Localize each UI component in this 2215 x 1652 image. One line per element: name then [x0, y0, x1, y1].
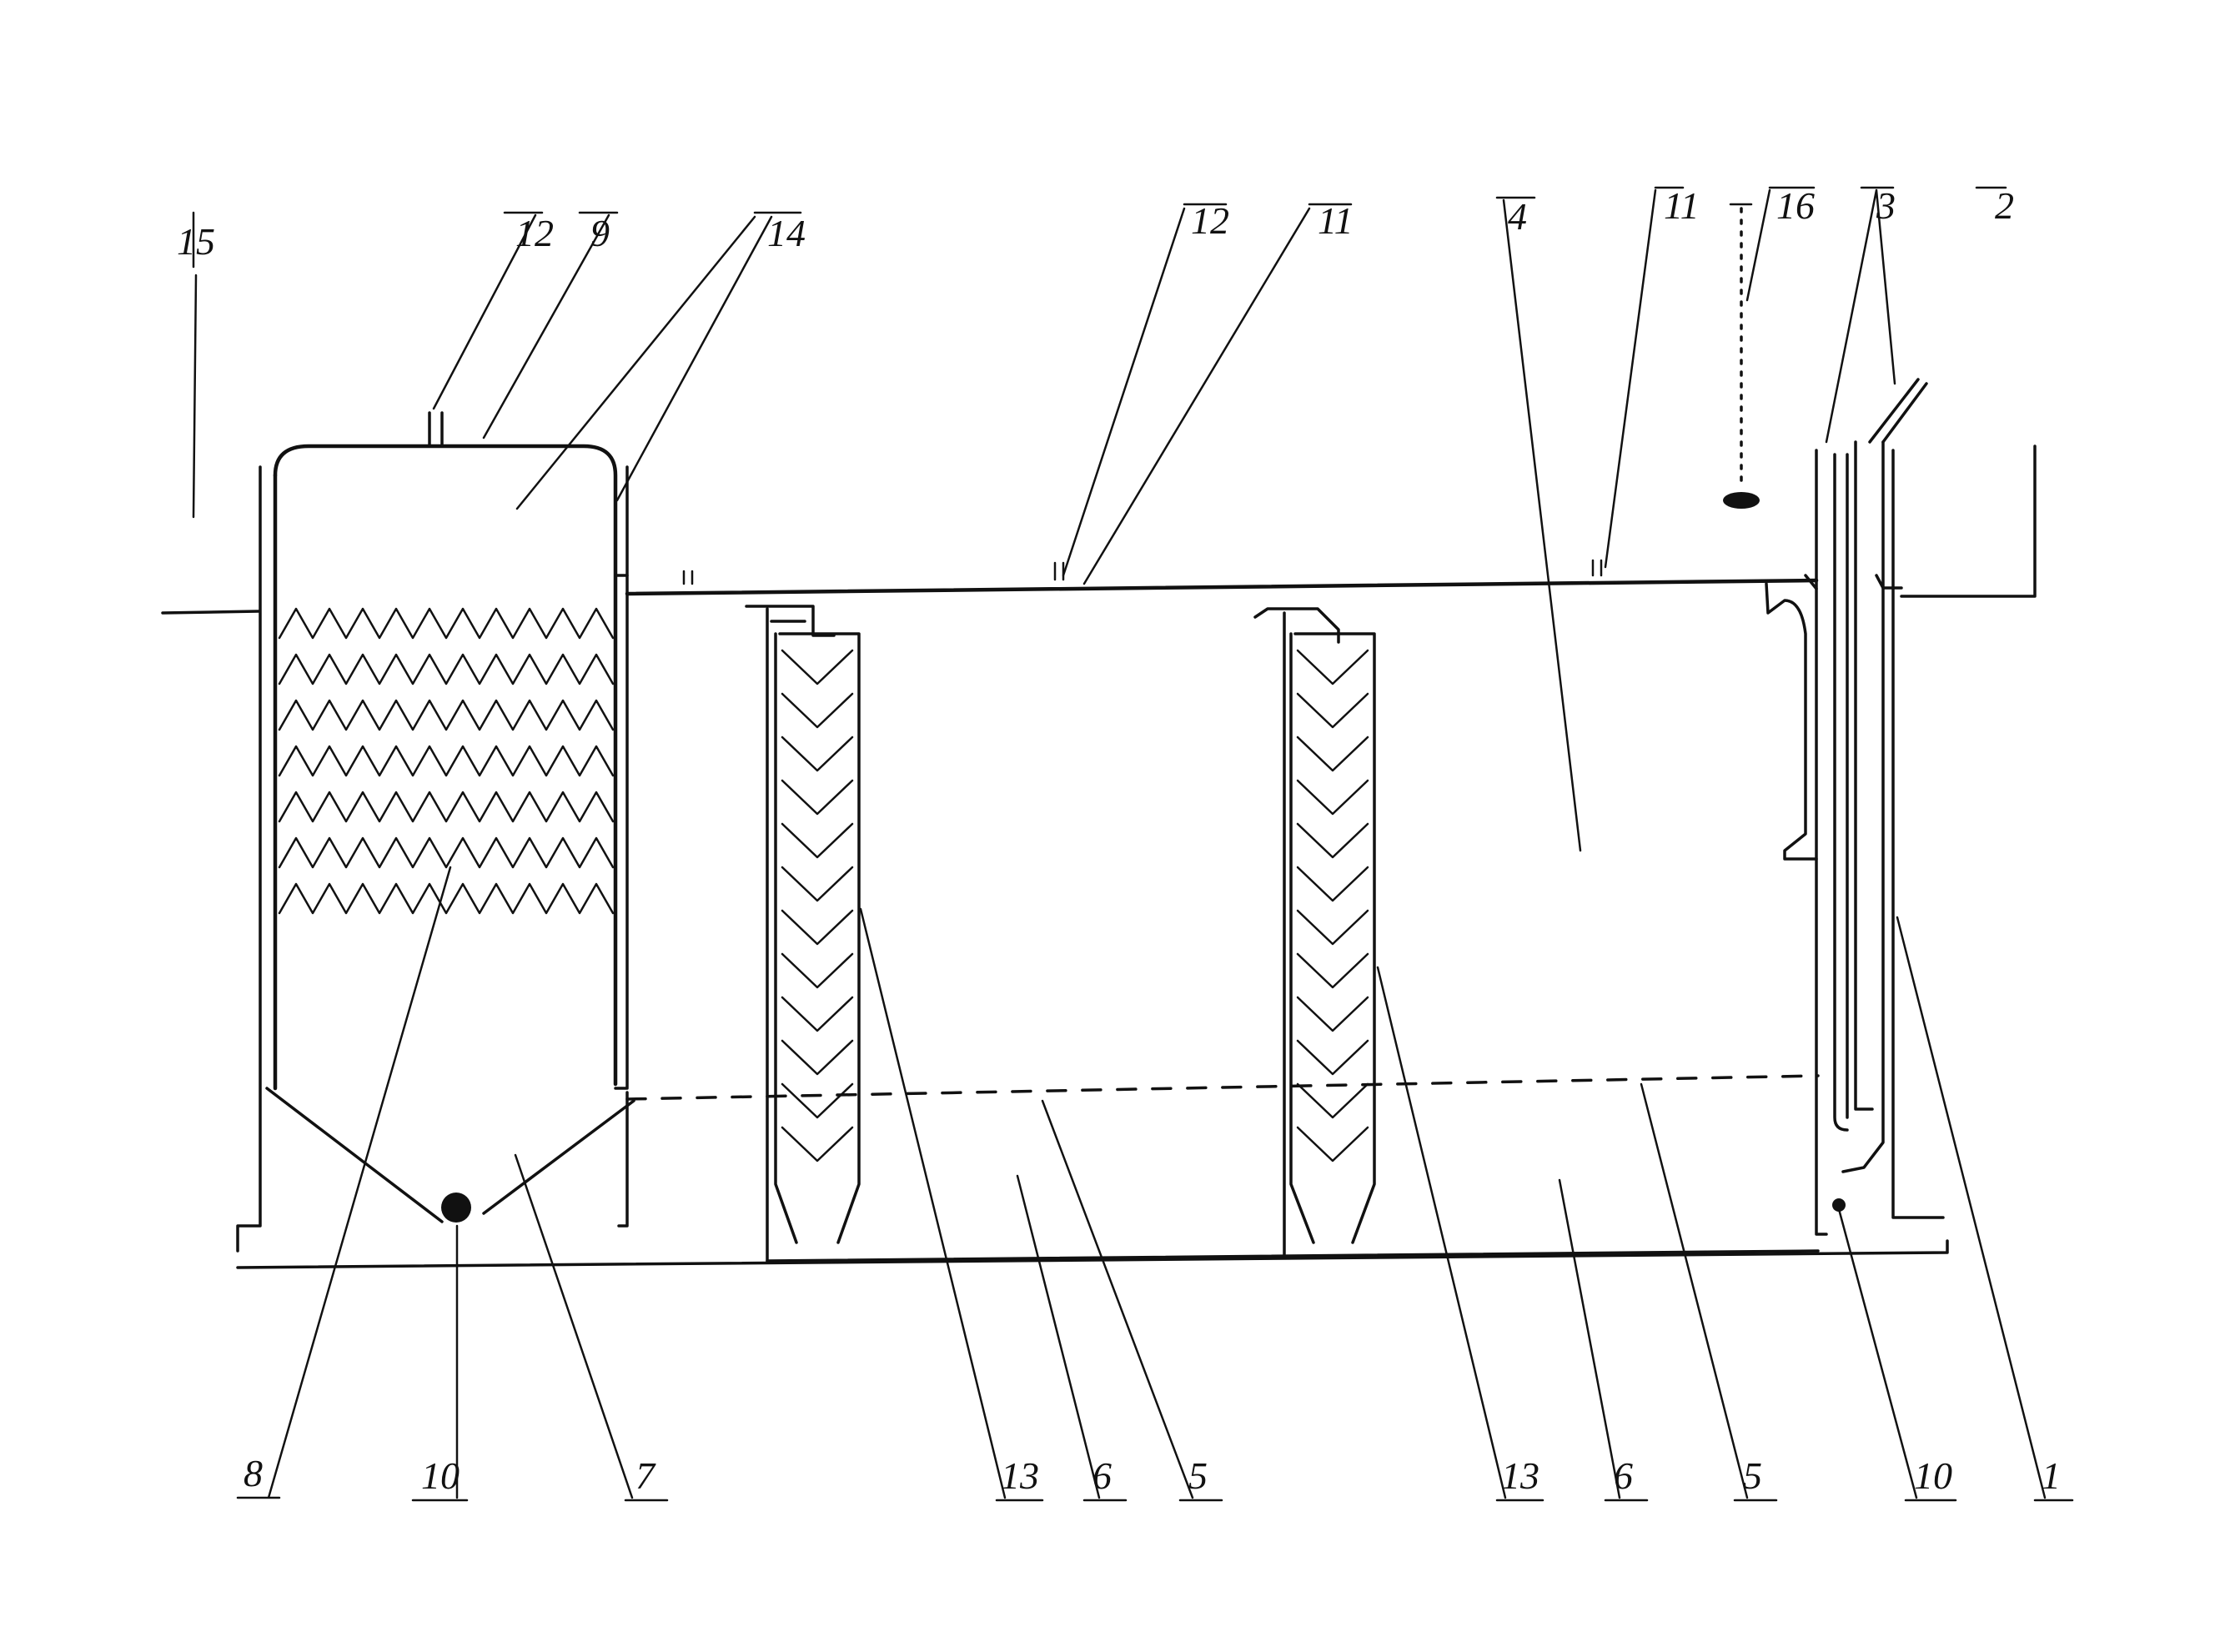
- label-5-right: 5: [1743, 1454, 1762, 1497]
- baffle-column-1: [745, 605, 861, 1263]
- baffle-column-2: [1253, 607, 1376, 1257]
- baffle-fin: [1296, 909, 1369, 946]
- label-7: 7: [635, 1454, 656, 1497]
- label-2: 2: [1995, 184, 2014, 227]
- label-12-mid: 12: [1191, 199, 1229, 242]
- label-6-right: 6: [1614, 1454, 1633, 1497]
- sludge-level-line: [625, 1074, 1820, 1101]
- baffle-fin: [781, 952, 854, 989]
- baffle-fin: [781, 1126, 854, 1162]
- label-10-left: 10: [421, 1454, 460, 1497]
- ground-line: [161, 444, 2037, 615]
- leader-line: [1376, 966, 1544, 1502]
- label-10-right: 10: [1914, 1454, 1952, 1497]
- packing-row: [278, 745, 615, 777]
- leader-line: [482, 211, 619, 439]
- leader-line: [1041, 1099, 1223, 1502]
- outer-left-wall: [236, 465, 262, 1253]
- baffle-fin: [1296, 692, 1369, 729]
- leader-line: [1604, 186, 1685, 569]
- tank-left-vessel: [265, 411, 635, 1228]
- label-15: 15: [177, 220, 215, 263]
- leader-line: [515, 211, 802, 510]
- leader-line: [1896, 916, 2074, 1502]
- label-12-left: 12: [515, 212, 554, 254]
- filter-packing: [278, 607, 615, 915]
- leader-line: [1729, 186, 1816, 302]
- leader-line: [514, 1153, 669, 1502]
- baffle-fin: [781, 779, 854, 816]
- baffle-fin: [1296, 1126, 1369, 1162]
- baffle-fin: [781, 909, 854, 946]
- leader-line: [1825, 186, 1896, 444]
- label-3: 3: [1876, 184, 1896, 227]
- label-11-right: 11: [1664, 184, 1700, 227]
- inlet-pipe-assembly: [1765, 378, 1945, 1236]
- leader-line: [1558, 1178, 1649, 1502]
- vent-pipes: [682, 559, 1603, 585]
- baffle-fin: [781, 649, 854, 685]
- leader-line: [1062, 203, 1228, 577]
- drain-valve-right: [1832, 1198, 1846, 1212]
- label-14: 14: [767, 212, 806, 254]
- baffle-fin: [1296, 1039, 1369, 1076]
- leader-line: [1495, 196, 1582, 852]
- packing-row: [278, 836, 615, 869]
- baffle-fin: [1296, 779, 1369, 816]
- baffle-fin: [781, 866, 854, 902]
- label-6-left: 6: [1092, 1454, 1112, 1497]
- leader-line: [1082, 203, 1353, 585]
- level-indicator: [1723, 207, 1760, 509]
- leader-line: [236, 866, 452, 1499]
- baffle-fin: [781, 1039, 854, 1076]
- drain-valve-left: [441, 1193, 471, 1223]
- baffle-fin: [781, 1082, 854, 1119]
- label-11-mid: 11: [1318, 199, 1354, 242]
- inner-bottom: [766, 1249, 1820, 1263]
- baffle-fin: [1296, 822, 1369, 859]
- label-13-left: 13: [1001, 1454, 1039, 1497]
- top-cover: [625, 578, 1819, 596]
- leader-line: [859, 907, 1044, 1502]
- baffle-fin: [1296, 996, 1369, 1032]
- leader-line: [1016, 1174, 1128, 1502]
- packing-row: [278, 653, 615, 685]
- packing-row: [278, 607, 615, 640]
- label-16: 16: [1776, 184, 1815, 227]
- leader-lines: [192, 186, 2074, 1502]
- baffle-fin: [1296, 736, 1369, 772]
- label-8: 8: [244, 1452, 263, 1494]
- label-5-left: 5: [1188, 1454, 1208, 1497]
- baffle-fin: [1296, 1082, 1369, 1119]
- label-4: 4: [1508, 195, 1527, 238]
- leader-line: [192, 211, 198, 519]
- baffle-fin: [781, 736, 854, 772]
- packing-row: [278, 882, 615, 915]
- part-labels: 15 12 9 14 12 11 4 11 16 3 2 8 10 7 13 6…: [177, 184, 2061, 1497]
- baffle-fin: [1296, 952, 1369, 989]
- baffle-fin: [781, 692, 854, 729]
- baffle-fin: [781, 822, 854, 859]
- packing-row: [278, 791, 615, 823]
- outer-bottom-wall: [236, 1239, 1949, 1269]
- label-1: 1: [2042, 1454, 2061, 1497]
- leader-line: [432, 211, 544, 410]
- baffle-fin: [1296, 866, 1369, 902]
- baffle-fin: [781, 996, 854, 1032]
- label-9: 9: [590, 212, 610, 254]
- baffle-fin: [1296, 649, 1369, 685]
- leader-line: [1837, 1208, 1957, 1502]
- packing-row: [278, 699, 615, 731]
- leader-line: [1640, 1082, 1778, 1502]
- leader-line: [411, 1224, 469, 1502]
- label-13-right: 13: [1501, 1454, 1539, 1497]
